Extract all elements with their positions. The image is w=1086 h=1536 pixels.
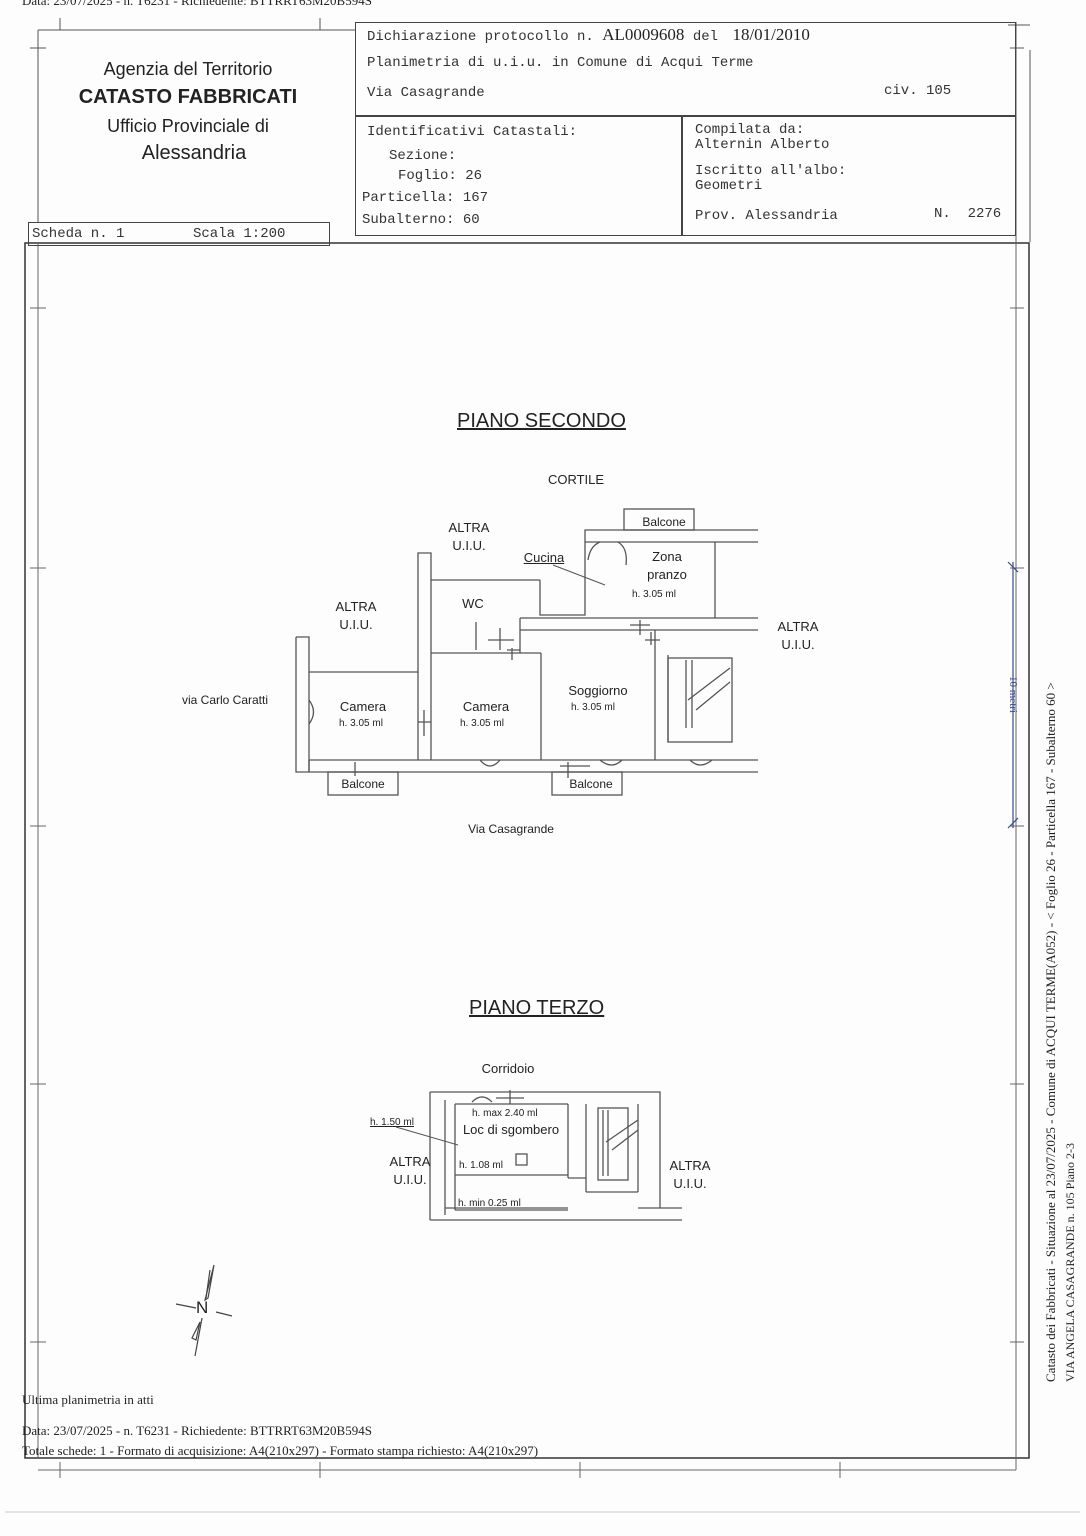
zona-pranzo-height: h. 3.05 ml	[632, 589, 676, 600]
height-150: h. 1.50 ml	[370, 1117, 414, 1128]
subalterno-field: Subalterno: 60	[362, 212, 480, 228]
altra-uiu-top: ALTRA U.I.U.	[448, 520, 490, 553]
scala-value: Scala 1:200	[193, 226, 286, 242]
scheda-number: Scheda n. 1	[32, 226, 125, 242]
declaration-line: Dichiarazione protocollo n. AL0009608 de…	[367, 25, 810, 45]
scheda-box	[28, 222, 330, 246]
declaration-box	[355, 22, 1016, 116]
soggiorno-height: h. 3.05 ml	[571, 702, 615, 713]
soggiorno-label: Soggiorno	[568, 683, 628, 698]
piano-terzo-title: PIANO TERZO	[469, 997, 605, 1019]
north-arrow: N	[196, 1298, 209, 1317]
civic-number: civ. 105	[884, 83, 952, 99]
height-min: h. min 0.25 ml	[458, 1198, 521, 1209]
declaration-prefix: Dichiarazione protocollo n.	[367, 29, 594, 45]
particella-field: Particella: 167	[362, 190, 489, 206]
corridoio-label: Corridoio	[481, 1061, 535, 1076]
camera-1-label: Camera	[339, 699, 387, 714]
ultima-planimetria: Ultima planimetria in atti	[22, 1392, 154, 1407]
via-caratti-label: via Carlo Caratti	[181, 693, 269, 707]
planimetria-line: Planimetria di u.i.u. in Comune di Acqui…	[367, 55, 754, 71]
camera-1-height: h. 3.05 ml	[339, 718, 383, 729]
height-108: h. 1.08 ml	[459, 1160, 503, 1171]
ufficio-provinciale: Ufficio Provinciale di	[107, 116, 269, 136]
identificativi-box	[355, 116, 682, 236]
compilata-label: Compilata da:	[695, 122, 805, 138]
via-casagrande-label: Via Casagrande	[468, 822, 554, 836]
camera-2-height: h. 3.05 ml	[460, 718, 504, 729]
balcone-left-label: Balcone	[341, 777, 385, 791]
provincia-value: Prov. Alessandria	[695, 208, 838, 224]
foglio-field: Foglio: 26	[398, 168, 483, 184]
cucina-label: Cucina	[523, 550, 565, 565]
agency-name: Agenzia del Territorio	[103, 59, 273, 79]
sezione-field: Sezione:	[389, 148, 457, 164]
altra-uiu-left-terzo: ALTRA U.I.U.	[389, 1154, 431, 1187]
compilata-box	[682, 116, 1016, 236]
ufficio-city: Alessandria	[141, 142, 247, 164]
identificativi-title: Identificativi Catastali:	[367, 124, 578, 140]
wc-label: WC	[462, 596, 484, 611]
zona-pranzo-label: Zona pranzo	[647, 549, 687, 582]
iscritto-label: Iscritto all'albo:	[695, 163, 847, 179]
side-catasto-text: Catasto dei Fabbricati - Situazione al 2…	[1043, 682, 1058, 1382]
footer-totale-line: Totale schede: 1 - Formato di acquisizio…	[22, 1443, 539, 1458]
altra-uiu-right-terzo: ALTRA U.I.U.	[669, 1158, 711, 1191]
altra-uiu-right: ALTRA U.I.U.	[777, 619, 819, 652]
balcone-right-label: Balcone	[569, 777, 613, 791]
declaration-date: 18/01/2010	[732, 25, 810, 44]
albo-value: Geometri	[695, 178, 763, 194]
balcone-top-label: Balcone	[642, 515, 686, 529]
camera-2-label: Camera	[462, 699, 510, 714]
scale-bar-label: 10 metri	[1007, 676, 1019, 713]
side-address-text: VIA ANGELA CASAGRANDE n. 105 Piano 2-3	[1063, 1142, 1077, 1382]
loc-sgombero-label: Loc di sgombero	[462, 1122, 560, 1137]
declaration-del: del	[692, 29, 719, 45]
albo-number: N. 2276	[934, 206, 1002, 222]
top-request-line: Data: 23/07/2025 - n. T6231 - Richiedent…	[22, 0, 372, 8]
altra-uiu-left: ALTRA U.I.U.	[335, 599, 377, 632]
cortile-label: CORTILE	[547, 472, 605, 487]
piano-secondo-title: PIANO SECONDO	[457, 410, 626, 432]
height-max: h. max 2.40 ml	[472, 1108, 538, 1119]
catasto-fabbricati: CATASTO FABBRICATI	[78, 86, 298, 108]
footer-data-line: Data: 23/07/2025 - n. T6231 - Richiedent…	[22, 1423, 372, 1438]
compilata-name: Alternin Alberto	[695, 137, 830, 153]
protocol-number: AL0009608	[602, 25, 685, 44]
address-line: Via Casagrande	[367, 85, 485, 101]
